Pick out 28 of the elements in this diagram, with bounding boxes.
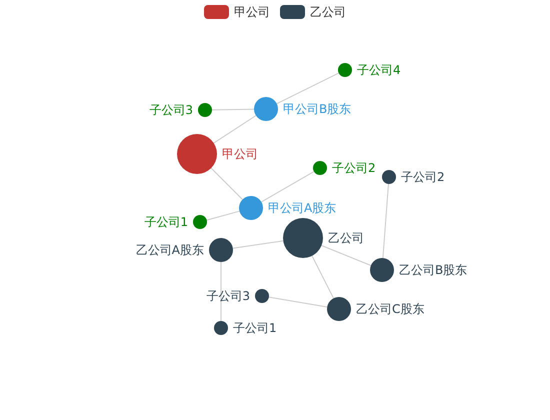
node-label: 乙公司A股东 (136, 242, 204, 258)
link-line (268, 296, 328, 308)
node-label: 子公司4 (357, 62, 401, 78)
node-label: 子公司2 (401, 169, 445, 185)
node-label: 甲公司 (222, 146, 258, 162)
legend-label: 乙公司 (310, 4, 346, 20)
link-line (321, 245, 372, 266)
link-line (212, 108, 254, 110)
node-label: 乙公司 (328, 230, 364, 246)
node-label: 甲公司A股东 (268, 200, 336, 216)
node-label: 子公司1 (144, 214, 188, 230)
link-line (260, 171, 314, 202)
node-label: 子公司2 (332, 160, 376, 176)
node-label: 甲公司B股东 (283, 101, 352, 117)
link-line (210, 168, 244, 200)
link-line (276, 72, 340, 104)
link-line (220, 262, 222, 322)
node-label: 乙公司B股东 (399, 262, 468, 278)
node-label: 乙公司C股东 (356, 301, 424, 317)
link-line (232, 240, 284, 249)
link-line (213, 115, 256, 144)
node-label: 子公司3 (206, 288, 250, 304)
link-line (312, 255, 334, 299)
link-line (382, 183, 389, 259)
node-label: 子公司1 (233, 320, 277, 336)
node-label: 子公司3 (149, 102, 193, 118)
link-line (206, 210, 240, 221)
legend-label: 甲公司 (234, 4, 270, 20)
